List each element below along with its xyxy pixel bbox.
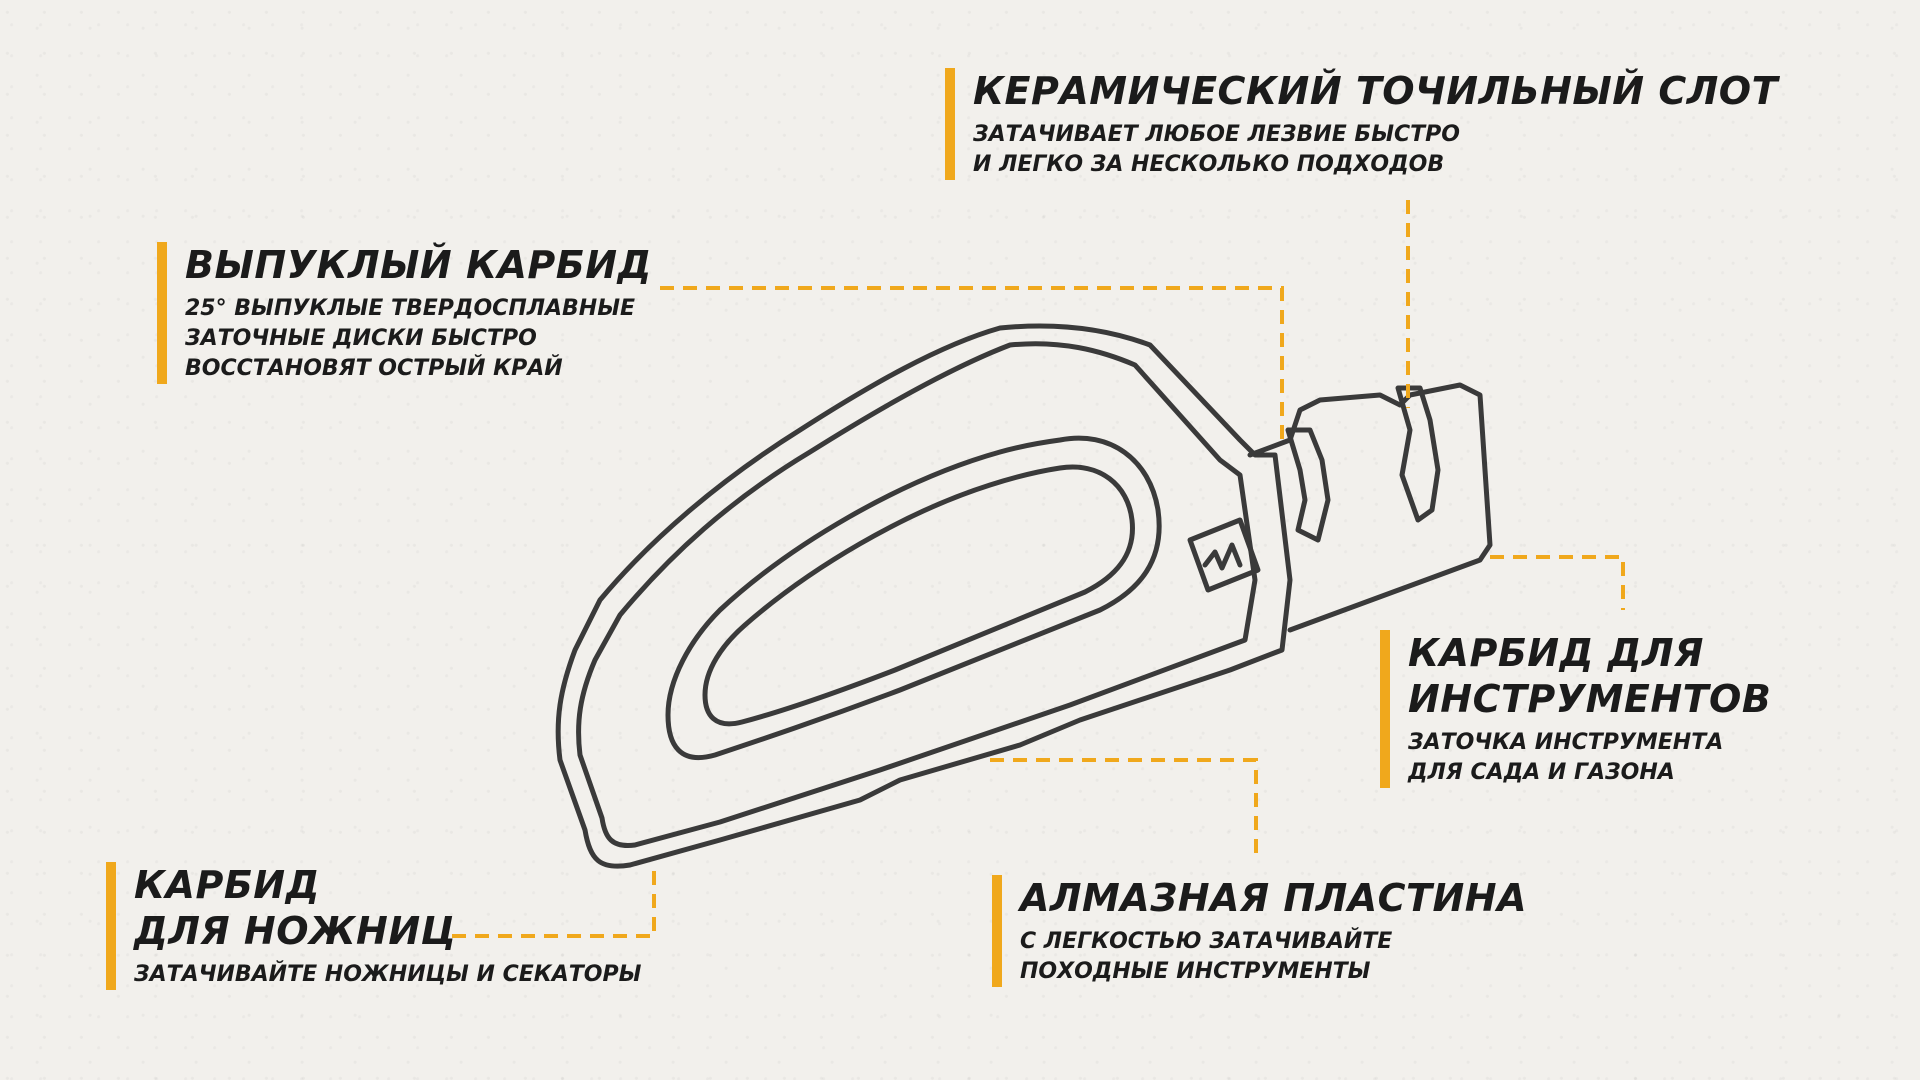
callout-desc: ЗАТАЧИВАЕТ ЛЮБОЕ ЛЕЗВИЕ БЫСТРО И ЛЕГКО З… [973, 122, 1460, 177]
leader-lines [452, 200, 1625, 938]
callout-scissors-carbide: КАРБИД ДЛЯ НОЖНИЦ ЗАТАЧИВАЙТЕ НОЖНИЦЫ И … [106, 862, 641, 990]
callout-convex-carbide: ВЫПУКЛЫЙ КАРБИД 25° ВЫПУКЛЫЕ ТВЕРДОСПЛАВ… [157, 242, 652, 384]
callout-desc: ЗАТОЧКА ИНСТРУМЕНТА ДЛЯ САДА И ГАЗОНА [1408, 730, 1724, 785]
callout-title: ВЫПУКЛЫЙ КАРБИД [185, 243, 652, 287]
leader-tools [1490, 555, 1625, 610]
leader-convex [660, 286, 1284, 440]
sharpener-body [555, 323, 1493, 869]
leader-diamond [990, 758, 1258, 862]
callout-title: КЕРАМИЧЕСКИЙ ТОЧИЛЬНЫЙ СЛОТ [973, 69, 1778, 113]
callout-title: АЛМАЗНАЯ ПЛАСТИНА [1020, 876, 1527, 920]
callout-title: КАРБИД ДЛЯ НОЖНИЦ [134, 863, 457, 953]
callout-diamond-plate: АЛМАЗНАЯ ПЛАСТИНА С ЛЕГКОСТЬЮ ЗАТАЧИВАЙТ… [992, 875, 1527, 987]
callout-desc: С ЛЕГКОСТЬЮ ЗАТАЧИВАЙТЕ ПОХОДНЫЕ ИНСТРУМ… [1020, 929, 1393, 984]
callout-title: КАРБИД ДЛЯ ИНСТРУМЕНТОВ [1408, 631, 1772, 721]
callout-desc: 25° ВЫПУКЛЫЕ ТВЕРДОСПЛАВНЫЕ ЗАТОЧНЫЕ ДИС… [185, 296, 636, 381]
callout-desc: ЗАТАЧИВАЙТЕ НОЖНИЦЫ И СЕКАТОРЫ [134, 962, 642, 987]
callout-tool-carbide: КАРБИД ДЛЯ ИНСТРУМЕНТОВ ЗАТОЧКА ИНСТРУМЕ… [1380, 630, 1771, 788]
callout-ceramic-slot: КЕРАМИЧЕСКИЙ ТОЧИЛЬНЫЙ СЛОТ ЗАТАЧИВАЕТ Л… [945, 68, 1778, 180]
